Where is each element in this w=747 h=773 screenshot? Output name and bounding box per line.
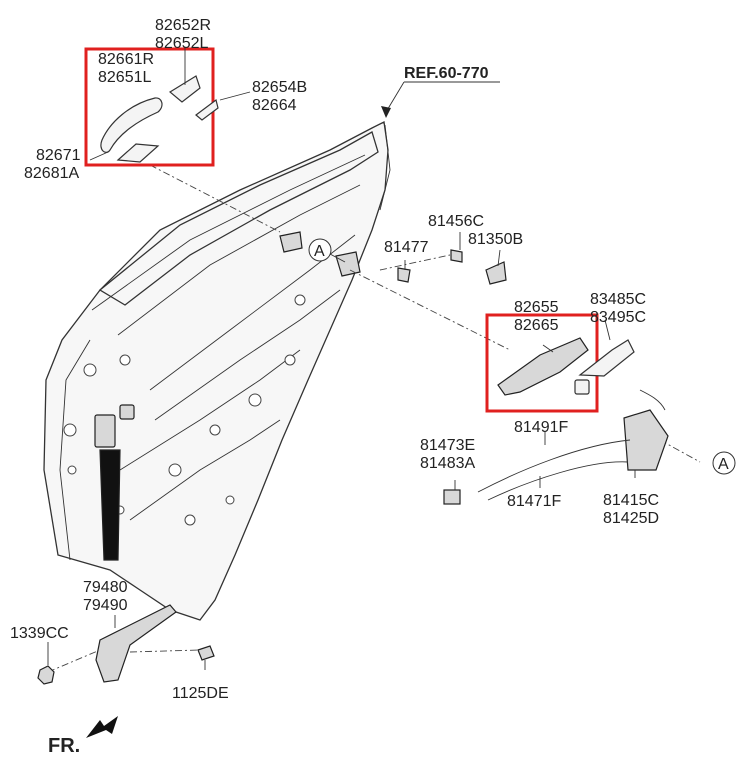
bolt-81456c[interactable] <box>450 249 463 263</box>
label-82665: 82665 <box>514 317 559 334</box>
loose-parts <box>37 249 669 685</box>
rear-door-panel <box>43 121 391 621</box>
reference-callout: REF.60-770 <box>381 65 500 118</box>
door-handle-rod[interactable] <box>578 339 635 377</box>
bolt-81477[interactable] <box>397 267 411 283</box>
label-81483a: 81483A <box>420 455 475 472</box>
reference-arrow-icon <box>381 106 391 118</box>
handle-cover[interactable] <box>168 75 201 103</box>
label-81471f: 81471F <box>507 493 561 510</box>
callout-a-right: A <box>712 451 736 475</box>
callout-a-label: A <box>718 456 729 473</box>
label-1125de: 1125DE <box>172 685 229 702</box>
front-indicator: FR. <box>48 716 118 757</box>
bolt-1125de[interactable] <box>197 645 215 661</box>
outside-handle[interactable] <box>100 97 163 153</box>
part-labels: 82652R 82652L 82661R 82651L 82654B 82664… <box>10 17 659 702</box>
label-81477: 81477 <box>384 239 429 256</box>
label-82671: 82671 <box>36 147 81 164</box>
label-82661r: 82661R <box>98 51 154 68</box>
leader-lines <box>47 48 636 670</box>
label-82654b: 82654B <box>252 79 307 96</box>
label-83495c: 83495C <box>590 309 646 326</box>
frame-clip[interactable] <box>574 379 590 395</box>
label-79480: 79480 <box>83 579 128 596</box>
handle-frame[interactable] <box>497 337 589 396</box>
outside-handle-group <box>84 47 219 167</box>
label-81491f: 81491F <box>514 419 568 436</box>
door-checker[interactable] <box>95 604 177 683</box>
label-82681a: 82681A <box>24 165 79 182</box>
callout-a-label: A <box>314 243 325 260</box>
label-81350b: 81350B <box>468 231 523 248</box>
inside-handle-cable-lower <box>487 461 629 501</box>
callout-a-left: A <box>308 238 346 263</box>
front-arrow-icon <box>86 716 118 738</box>
label-81456c: 81456C <box>428 213 484 230</box>
label-82664: 82664 <box>252 97 297 114</box>
label-1339cc: 1339CC <box>10 625 69 642</box>
label-79490: 79490 <box>83 597 128 614</box>
assembly-lines <box>47 164 701 673</box>
latch-cable <box>639 389 666 411</box>
nut-1339cc[interactable] <box>37 665 55 685</box>
reference-label: REF.60-770 <box>404 65 489 82</box>
cable-clip[interactable] <box>443 489 461 505</box>
label-82655: 82655 <box>514 299 559 316</box>
handle-cap[interactable] <box>195 98 219 121</box>
door-latch[interactable] <box>623 409 669 471</box>
label-81415c: 81415C <box>603 492 659 509</box>
label-82652r: 82652R <box>155 17 211 34</box>
label-81425d: 81425D <box>603 510 659 527</box>
label-82651l: 82651L <box>98 69 151 86</box>
front-label: FR. <box>48 735 80 757</box>
inside-handle-cable-upper <box>477 439 631 493</box>
striker[interactable] <box>485 261 507 285</box>
label-81473e: 81473E <box>420 437 475 454</box>
label-82652l: 82652L <box>155 35 208 52</box>
handle-gasket[interactable] <box>116 143 160 163</box>
label-83485c: 83485C <box>590 291 646 308</box>
